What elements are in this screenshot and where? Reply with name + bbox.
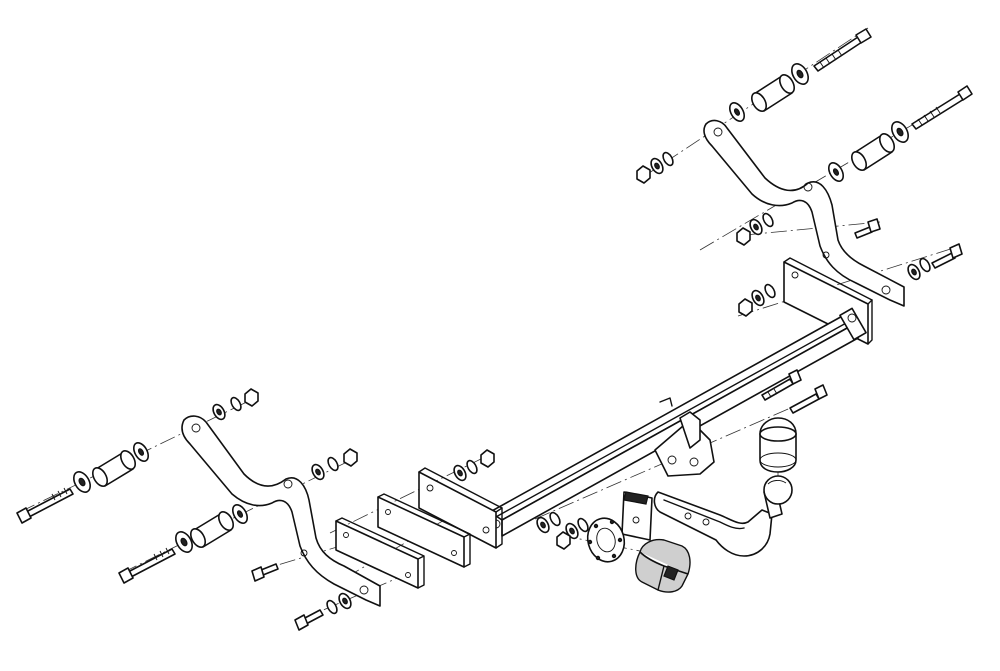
spacer-plate-1 [377,493,471,568]
socket-mount-plate [621,491,653,541]
left-upper-washer [132,442,150,462]
tow-ball-cover [759,417,797,473]
bolt-head [855,28,872,44]
left-upper-nut-set [212,388,259,421]
electrical-socket [635,538,691,593]
right-upper-bolt [813,28,872,72]
right-upper-washer [791,63,809,85]
left-mount-plate [418,467,503,549]
center-nut-set-lower [536,511,589,550]
tow-ball [763,475,793,505]
right-lower-nut-set [907,257,931,281]
right-lower-nut-set-2 [738,283,776,317]
center-nut-set [453,449,495,482]
right-mid-spacer-tube [850,133,896,171]
right-lower-bolt [931,243,963,269]
left-small-bolt [251,563,279,582]
socket-gasket [586,517,626,563]
left-upper-spacer-tube [91,450,137,487]
left-upper-washer-2 [73,471,91,493]
left-side-bracket [181,415,381,607]
right-upper-washer-2 [728,102,746,122]
left-lower-washer [231,504,249,524]
tow-ball-arm [653,475,793,557]
axis-right-cross [744,221,881,236]
right-mid-bolt [911,85,973,130]
right-mid-washer-2 [827,162,845,182]
left-lower-spacer-tube [189,511,235,548]
right-mid-nut-set [736,212,774,246]
right-bracket-small-bolt [854,218,881,239]
bolt-shank [813,36,863,72]
left-mid-nut-set [311,448,358,481]
right-side-bracket [703,119,905,307]
left-upper-bolt [16,487,74,524]
left-lower-washer-2 [175,531,193,553]
right-upper-nut-set [636,151,674,184]
center-bolt-upper [761,369,802,401]
tow-hook-bracket [654,397,715,477]
left-bottom-bolt-set [294,592,352,631]
left-lower-bolt [118,547,176,584]
right-upper-spacer-tube [750,74,796,112]
center-bolt-lower [789,384,828,414]
right-mid-washer [891,121,909,143]
spacer-plate-2 [335,517,425,589]
axis-right-lower [737,245,961,317]
